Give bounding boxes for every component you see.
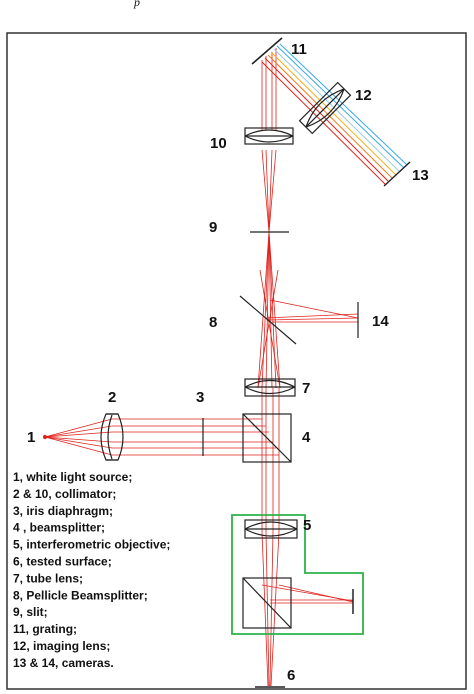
label-11: 11 [291, 41, 307, 58]
legend-item: 3, iris diaphragm; [13, 504, 113, 518]
legend-item: 9, slit; [13, 605, 48, 619]
label-8: 8 [209, 314, 217, 331]
figure-frame [6, 32, 467, 690]
label-7: 7 [302, 380, 310, 397]
label-4: 4 [302, 429, 311, 446]
label-9: 9 [209, 219, 217, 236]
camera-13 [383, 161, 411, 187]
legend-item: 4 , beamsplitter; [13, 521, 105, 535]
legend-item: 1, white light source; [13, 470, 132, 484]
legend-item: 8, Pellicle Beamsplitter; [13, 588, 148, 602]
label-6: 6 [287, 667, 295, 684]
legend-item: 12, imaging lens; [13, 639, 110, 653]
label-3: 3 [196, 389, 204, 406]
label-14: 14 [372, 313, 389, 330]
label-5: 5 [303, 517, 311, 534]
legend-item: 7, tube lens; [13, 571, 83, 585]
legend-item: 2 & 10, collimator; [13, 487, 116, 501]
label-13: 13 [412, 167, 429, 184]
caption-fragment: p [133, 0, 140, 9]
light-source-point [42, 434, 48, 440]
collimator-lens-2 [100, 413, 124, 461]
pellicle-beamsplitter [239, 295, 297, 345]
label-12: 12 [355, 87, 372, 104]
diffracted-spectrum [261, 43, 408, 186]
objective-beamsplitter [242, 577, 292, 629]
legend-item: 13 & 14, cameras. [13, 656, 114, 670]
imaging-lens [298, 81, 352, 135]
legend-item: 5, interferometric objective; [13, 538, 170, 552]
objective-lens [244, 519, 298, 539]
label-1: 1 [27, 429, 35, 446]
grating [251, 37, 283, 65]
beamsplitter-cube-4 [242, 413, 292, 463]
collimator-lens-10 [244, 127, 294, 145]
label-2: 2 [108, 389, 116, 406]
objective-outline-box [231, 514, 364, 635]
legend: 1, white light source; 2 & 10, collimator… [13, 470, 170, 670]
legend-item: 11, grating; [13, 622, 77, 636]
legend-item: 6, tested surface; [13, 555, 112, 569]
tube-lens [244, 378, 296, 397]
label-10: 10 [210, 135, 227, 152]
